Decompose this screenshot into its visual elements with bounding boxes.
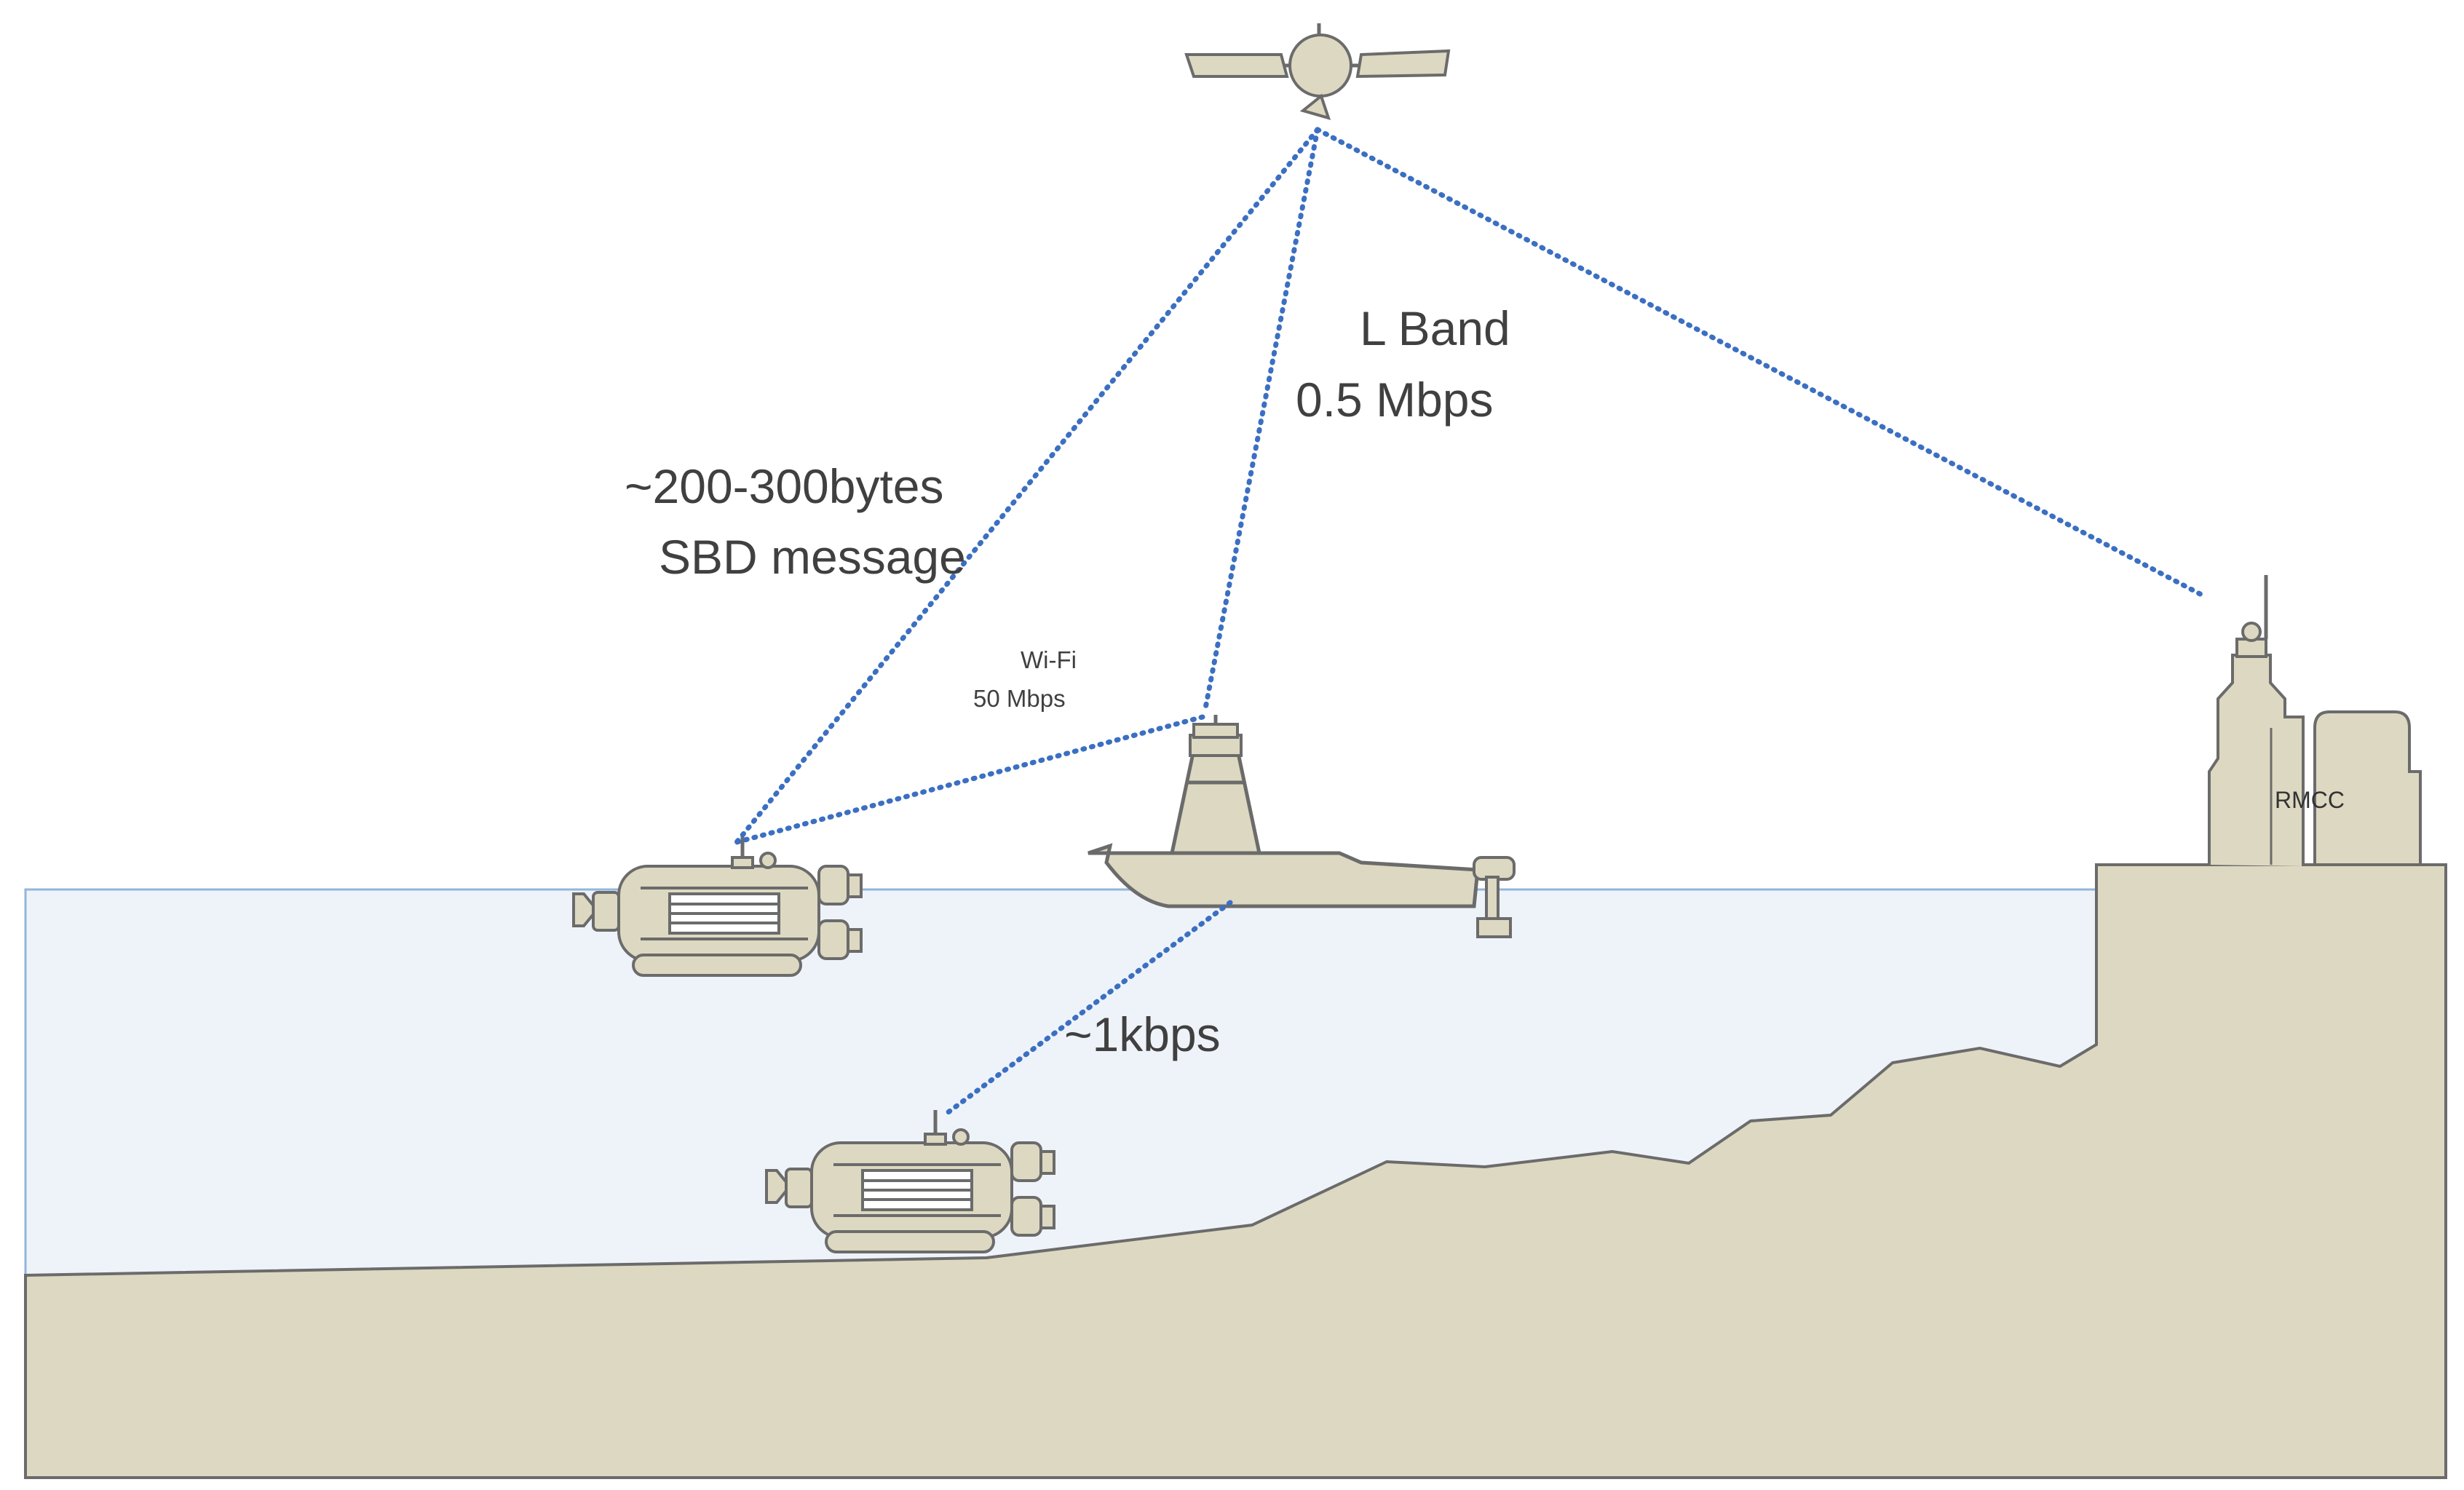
rmcc-building [2208, 575, 2422, 866]
link-satellite-to-vessel [1202, 127, 1320, 715]
l-band-label: L Band [1360, 301, 1510, 355]
wifi-rate-label: 50 Mbps [973, 685, 1066, 712]
sbd-message-label: SBD message [659, 530, 966, 584]
link-vessel-to-auv-wifi [734, 714, 1205, 845]
satellite [1184, 23, 1451, 120]
sbd-size-label: ~200-300bytes [625, 459, 944, 513]
link-satellite-to-rmcc [1315, 127, 2209, 600]
acoustic-rate-label: ~1kbps [1064, 1007, 1221, 1061]
l-band-rate-label: 0.5 Mbps [1296, 373, 1494, 427]
link-vessel-to-submerged-auv [943, 900, 1233, 1117]
communication-links [734, 127, 2209, 1117]
surface-vessel [1088, 715, 1516, 938]
seabed-land [24, 863, 2447, 1479]
rmcc-label: RMCC [2275, 787, 2345, 813]
wifi-label: Wi-Fi [1021, 646, 1077, 673]
link-satellite-to-auv [734, 127, 1320, 845]
